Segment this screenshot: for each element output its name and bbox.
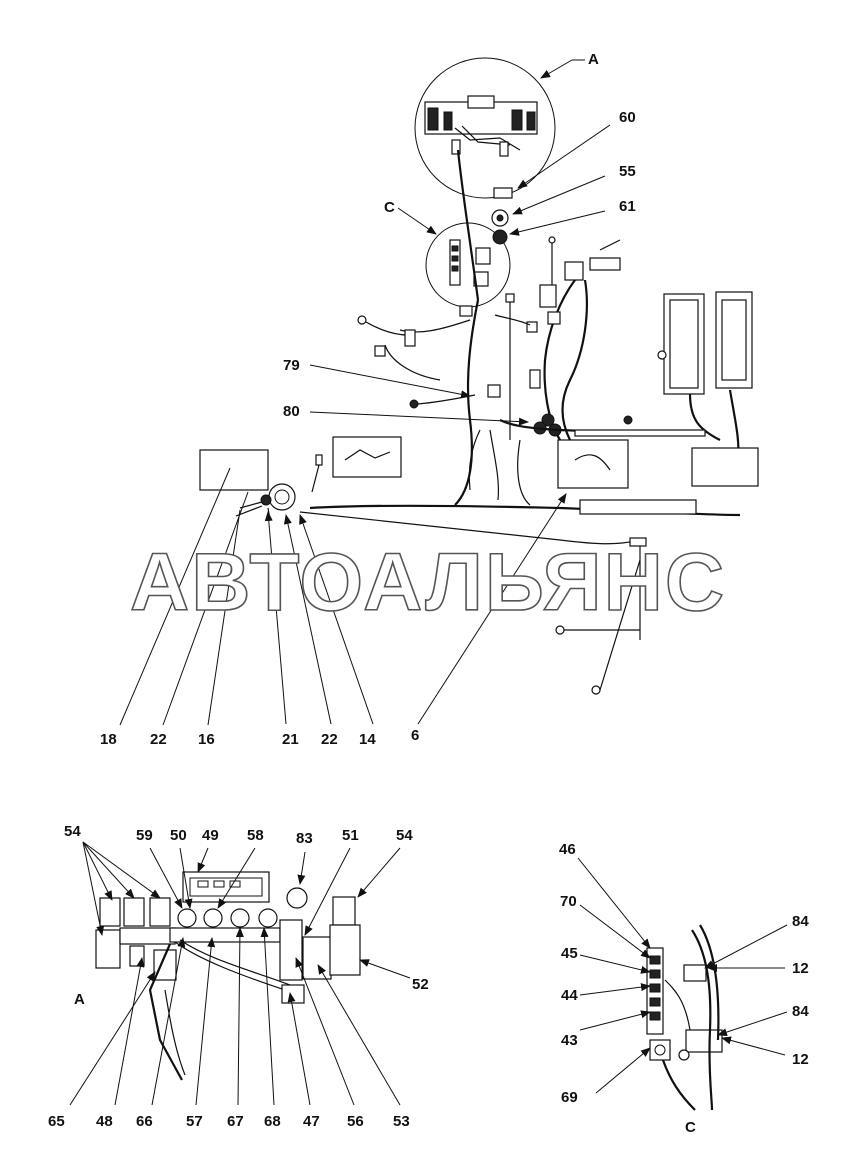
callout-48: 48	[96, 1113, 113, 1130]
callout-c-top: C	[384, 199, 395, 216]
leader-c	[397, 207, 437, 235]
callout-a-top: A	[588, 51, 599, 68]
main-harness	[199, 149, 759, 695]
callout-84b: 84	[792, 1003, 809, 1020]
callout-22b: 22	[321, 731, 338, 748]
callout-46: 46	[559, 841, 576, 858]
callout-44: 44	[561, 987, 578, 1004]
leader-a	[540, 59, 573, 79]
callout-45: 45	[561, 945, 578, 962]
callout-83: 83	[296, 830, 313, 847]
detail-c-assembly	[646, 924, 723, 1111]
top-leaders	[119, 124, 611, 726]
callout-54a: 54	[64, 823, 81, 840]
watermark: АВТОАЛЬЯНС	[130, 537, 726, 628]
callout-61: 61	[619, 198, 636, 215]
callout-68: 68	[264, 1113, 281, 1130]
detail-circle-a	[414, 57, 556, 199]
callout-57: 57	[186, 1113, 203, 1130]
callout-70: 70	[560, 893, 577, 910]
callout-66: 66	[136, 1113, 153, 1130]
detail-a-assembly	[95, 871, 361, 1081]
callout-16: 16	[198, 731, 215, 748]
callout-53: 53	[393, 1113, 410, 1130]
callout-79: 79	[283, 357, 300, 374]
callout-56: 56	[347, 1113, 364, 1130]
callout-55: 55	[619, 163, 636, 180]
callout-80: 80	[283, 403, 300, 420]
callout-21: 21	[282, 731, 299, 748]
callout-50: 50	[170, 827, 187, 844]
callout-84a: 84	[792, 913, 809, 930]
callout-65: 65	[48, 1113, 65, 1130]
callout-12b: 12	[792, 1051, 809, 1068]
callout-22a: 22	[150, 731, 167, 748]
callout-60: 60	[619, 109, 636, 126]
callout-a-bottom: A	[74, 991, 85, 1008]
callout-69: 69	[561, 1089, 578, 1106]
callout-59: 59	[136, 827, 153, 844]
callout-14: 14	[359, 731, 376, 748]
detail-a-leaders	[69, 841, 411, 1106]
callout-18: 18	[100, 731, 117, 748]
callout-58: 58	[247, 827, 264, 844]
callout-6: 6	[411, 727, 419, 744]
detail-c-leaders	[577, 857, 788, 1094]
callout-49: 49	[202, 827, 219, 844]
callout-43: 43	[561, 1032, 578, 1049]
callout-52: 52	[412, 976, 429, 993]
callout-12a: 12	[792, 960, 809, 977]
callout-67: 67	[227, 1113, 244, 1130]
callout-c-bottom: C	[685, 1119, 696, 1136]
callout-54b: 54	[396, 827, 413, 844]
callout-51: 51	[342, 827, 359, 844]
callout-47: 47	[303, 1113, 320, 1130]
